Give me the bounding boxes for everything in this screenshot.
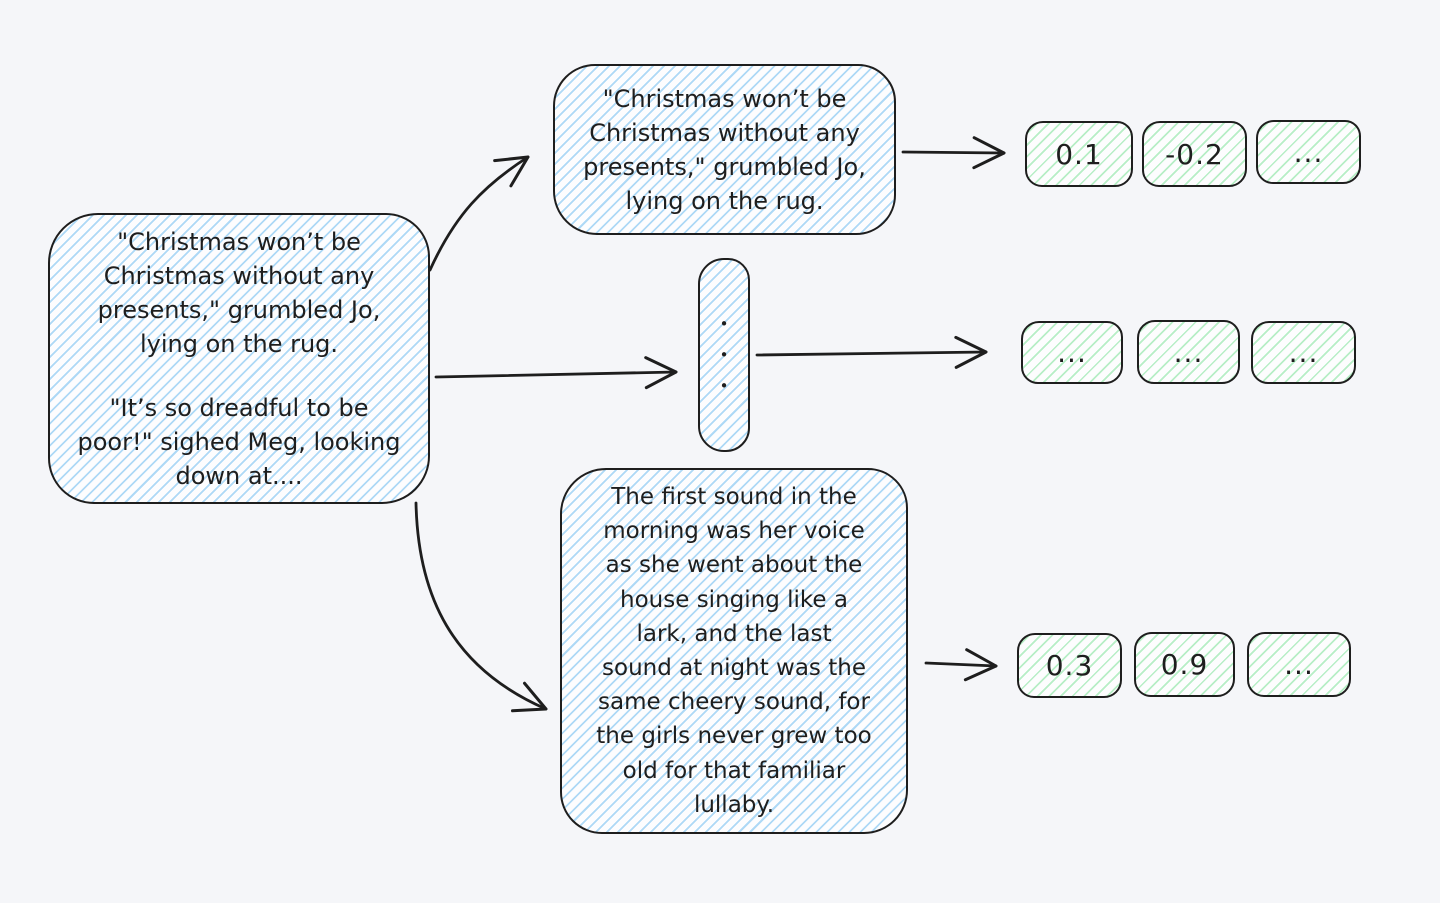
embedding-cell-r1c2: -0.2: [1142, 121, 1247, 187]
chunk-2-text: The first sound in the morning was her v…: [596, 483, 872, 818]
embedding-cell-r1c3: ...: [1256, 120, 1361, 184]
chunk-1-box: "Christmas won’t be Christmas without an…: [553, 64, 896, 235]
arrow-source-to-chunk2: [414, 501, 548, 713]
source-paragraph-2: "It’s so dreadful to be poor!" sighed Me…: [77, 393, 401, 490]
embedding-cell-r2c1: ...: [1021, 321, 1123, 384]
chunk-ellipsis-box: • • •: [698, 258, 750, 452]
chunk-1-text: "Christmas won’t be Christmas without an…: [583, 84, 866, 215]
ellipsis-dot: •: [719, 345, 729, 364]
embedding-value: ...: [1284, 648, 1314, 681]
arrow-chunk2-to-embedding: [924, 648, 998, 682]
embedding-cell-r3c1: 0.3: [1017, 633, 1122, 698]
embedding-value: ...: [1057, 336, 1087, 369]
ellipsis-dot: •: [719, 376, 729, 395]
embedding-value: 0.1: [1055, 137, 1103, 171]
source-paragraph-1: "Christmas won’t be Christmas without an…: [97, 227, 381, 358]
arrow-chunk1-to-embedding: [901, 136, 1006, 170]
embedding-value: ...: [1173, 335, 1204, 369]
arrow-source-to-ellipsis: [434, 356, 678, 390]
embedding-value: -0.2: [1165, 137, 1224, 171]
arrow-source-to-chunk1: [428, 155, 530, 272]
embedding-cell-r3c3: ...: [1247, 632, 1351, 697]
chunk-2-box: The first sound in the morning was her v…: [560, 468, 908, 834]
embedding-cell-r2c3: ...: [1251, 321, 1356, 384]
embedding-value: 0.3: [1045, 649, 1094, 682]
embedding-cell-r2c2: ...: [1137, 320, 1240, 384]
arrow-ellipsis-to-embedding: [755, 335, 988, 369]
embedding-cell-r3c2: 0.9: [1134, 632, 1235, 697]
embedding-value: 0.9: [1160, 648, 1209, 681]
source-text-box: "Christmas won’t be Christmas without an…: [48, 213, 430, 504]
embedding-value: ...: [1288, 336, 1319, 369]
embedding-value: ...: [1293, 135, 1324, 169]
embedding-cell-r1c1: 0.1: [1025, 121, 1133, 187]
ellipsis-dot: •: [719, 314, 729, 333]
